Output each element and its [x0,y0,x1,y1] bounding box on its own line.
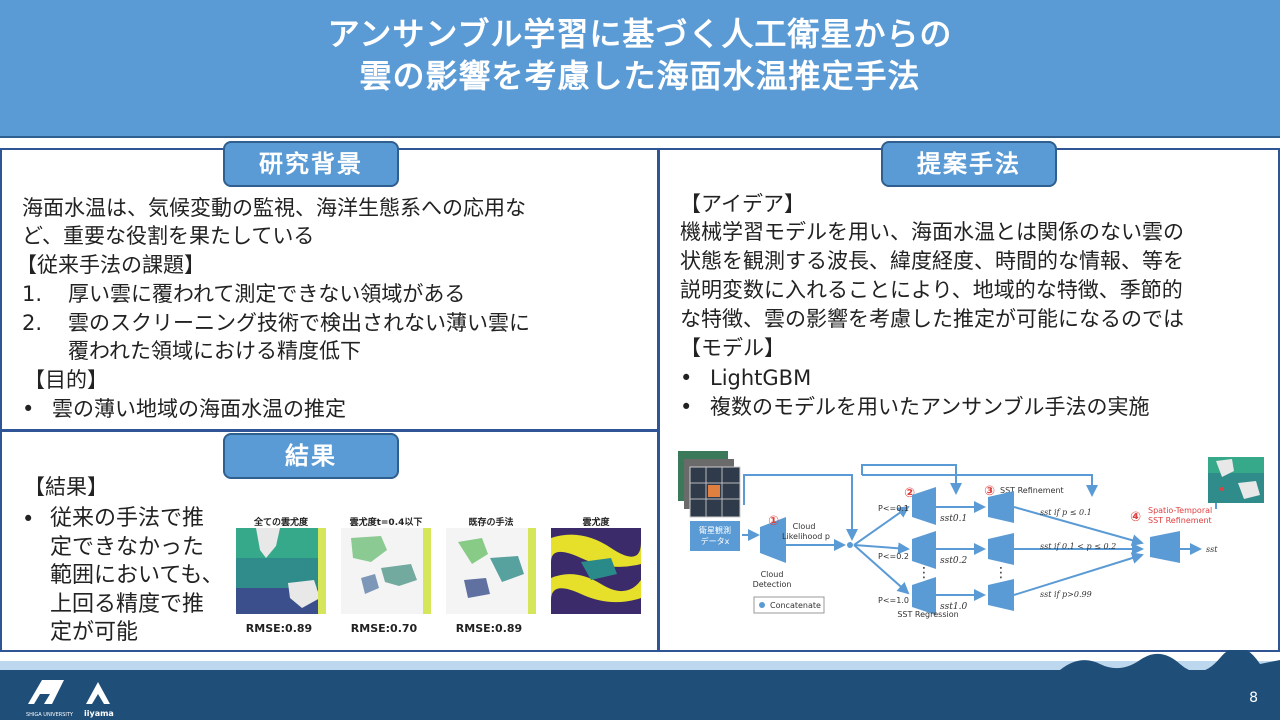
dots-2: ⋮ [994,565,1008,581]
sst10-label: sst1.0 [940,602,967,612]
condition-3: sst if p>0.99 [1040,590,1092,599]
spatio-label-1: Spatio-Temporal [1148,506,1212,515]
regression-block-1 [912,487,936,525]
regression-block-2 [912,531,936,569]
sst01-label: sst0.1 [940,514,967,524]
results-line-4: 上回る精度で推 [50,592,205,617]
results-line-2: 定できなかった [50,535,205,560]
spatio-block [1150,531,1180,563]
background-panel [0,148,659,431]
sst-refinement-label: SST Refinement [1000,486,1064,495]
goal-text: 雲の薄い地域の海面水温の推定 [52,397,346,421]
idea-line-4: な特徴、雲の影響を考慮した推定が可能になるのでは [680,307,1184,331]
title-line-1: アンサンブル学習に基づく人工衛星からの [327,15,953,53]
background-intro-line-2: ど、重要な役割を果たしている [22,224,315,248]
map-title-2: 雲尤度t=0.4以下 [349,518,423,528]
issue-2-text-line-2: 覆われた領域における精度低下 [68,339,361,363]
issue-1-text: 厚い雲に覆われて測定できない領域がある [68,282,466,306]
step-3: ③ [984,484,995,499]
results-line-3: 範囲においても、 [50,563,224,588]
idea-line-3: 説明変数に入れることにより、地域的な特徴、季節的 [680,278,1183,302]
iiyama-logo [86,682,110,704]
method-diagram: 衛星観測 データx ① Cloud Detection Cloud Likeli… [678,451,1264,619]
branch-p10: P<=1.0 [878,596,909,605]
map-cloud-likelihood [551,528,641,614]
step-1: ① [768,514,779,529]
refinement-block-1 [988,491,1014,523]
map-existing-method [446,528,536,614]
input-label-box [690,521,740,551]
title-banner: アンサンブル学習に基づく人工衛星からの 雲の影響を考慮した海面水温推定手法 [0,0,1280,138]
model-1: LightGBM [710,366,812,390]
cloud-detection-block [760,517,786,563]
step-2: ② [904,486,915,501]
idea-line-2: 状態を観測する波長、緯度経度、時間的な情報、等を [680,249,1184,273]
map-title-4: 雲尤度 [582,518,610,528]
rmse-1: RMSE:0.89 [245,622,313,635]
branch-p01: P<=0.1 [878,504,909,513]
model-heading: 【モデル】 [680,336,785,360]
title-line-2: 雲の影響を考慮した海面水温推定手法 [359,57,921,95]
model-bullet-2: • [680,395,693,419]
condition-1: sst if p ≤ 0.1 [1040,508,1092,517]
issue-1-number: 1. [22,282,43,306]
issue-2-number: 2. [22,311,43,335]
refinement-block-2 [988,533,1014,565]
sst-output: sst [1206,545,1218,554]
cloud-likelihood-label-2: Likelihood p [782,532,830,541]
footer-logos: SHIGA UNIVERSITY iiyama [26,680,114,718]
page-number: 8 [1249,690,1258,706]
idea-line-1: 機械学習モデルを用い、海面水温とは関係のない雲の [680,220,1184,244]
refinement-block-3 [988,579,1014,611]
cloud-detection-label-1: Cloud [761,570,784,579]
sst-regression-label: SST Regression [897,610,958,619]
input-label-2: データx [701,536,730,546]
sst02-label: sst0.2 [940,556,967,566]
footer-wave [1060,650,1280,672]
condition-2: sst if 0.1 < p ≤ 0.2 [1040,542,1116,551]
regression-block-3 [912,577,936,615]
legend-concatenate: Concatenate [770,601,821,610]
branch-p02: P<=0.2 [878,552,909,561]
goal-heading: 【目的】 [24,368,108,392]
step-4: ④ [1130,510,1141,525]
results-bullet: • [22,507,35,531]
cloud-likelihood-label-1: Cloud [793,522,816,531]
rmse-2: RMSE:0.70 [350,622,418,635]
model-2: 複数のモデルを用いたアンサンブル手法の実施 [710,395,1150,419]
idea-heading: 【アイデア】 [680,192,805,216]
footer-accent-line [0,661,1280,670]
map-thin-cloud [341,528,431,614]
concat-node [847,542,853,548]
cloud-detection-label-2: Detection [753,580,792,589]
logo-text-2: iiyama [84,709,114,718]
background-heading: 研究背景 [223,141,399,187]
logo-text-1: SHIGA UNIVERSITY [26,712,74,718]
map-all-likelihood [236,528,326,614]
background-intro-line-1: 海面水温は、気候変動の監視、海洋生態系への応用な [22,196,526,220]
issues-heading: 【従来手法の課題】 [16,253,205,277]
spatio-label-2: SST Refinement [1148,516,1212,525]
map-title-3: 既存の手法 [468,518,514,528]
proposal-panel [658,148,1280,652]
map-title-1: 全ての雲尤度 [253,518,308,528]
shiga-university-logo [28,680,64,704]
input-label-1: 衛星観測 [699,525,731,535]
model-bullet-1: • [680,366,693,390]
results-heading: 結果 [223,433,399,479]
results-line-5: 定が可能 [50,620,139,645]
footer-band [0,670,1280,720]
goal-bullet: • [22,397,35,421]
results-line-1: 従来の手法で推 [50,506,205,531]
issue-2-text-line-1: 雲のスクリーニング技術で検出されない薄い雲に [68,311,530,335]
results-sub-heading: 【結果】 [24,475,108,499]
legend-box [753,596,825,614]
proposal-heading: 提案手法 [881,141,1057,187]
rmse-3: RMSE:0.89 [455,622,523,635]
dots-1: ⋮ [917,565,931,581]
